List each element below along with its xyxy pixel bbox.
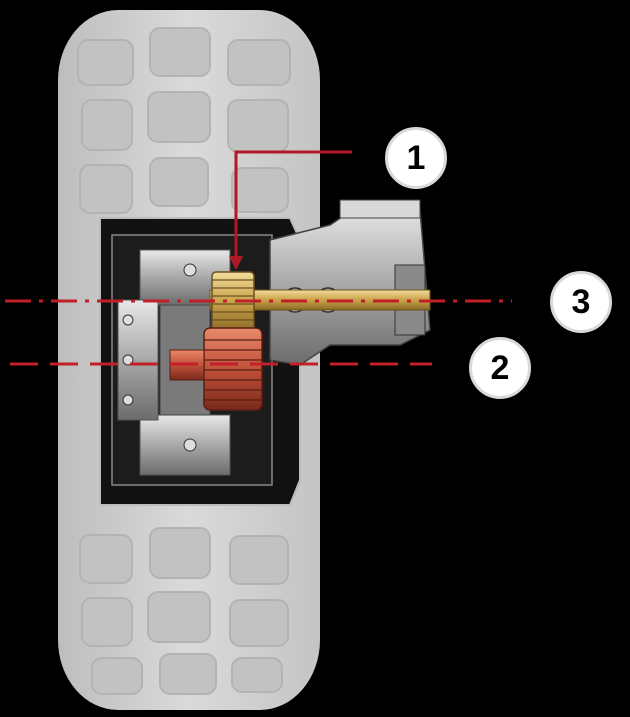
callout-2: 2: [469, 337, 531, 399]
callout-3: 3: [550, 271, 612, 333]
callout-3-label: 3: [572, 285, 591, 319]
callout-1: 1: [385, 127, 447, 189]
callout-2-label: 2: [491, 351, 510, 385]
callout-1-label: 1: [407, 141, 426, 175]
